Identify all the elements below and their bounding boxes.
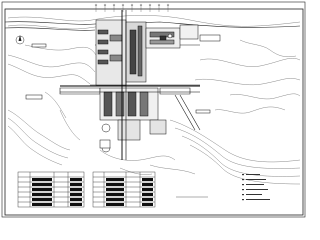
legend-mid-table <box>92 171 156 208</box>
outer-frame <box>1 1 306 218</box>
legend-left-table <box>17 171 85 208</box>
contour-lines <box>7 15 301 185</box>
site-plan-drawing <box>1 1 306 218</box>
legend-left-swatches <box>32 178 82 206</box>
site-core <box>25 10 221 160</box>
north-arrow-icon <box>15 35 25 45</box>
legend-mid-swatches <box>106 178 153 206</box>
grid-markers <box>94 3 170 12</box>
inner-frame <box>4 8 304 216</box>
notes-block <box>242 174 270 201</box>
